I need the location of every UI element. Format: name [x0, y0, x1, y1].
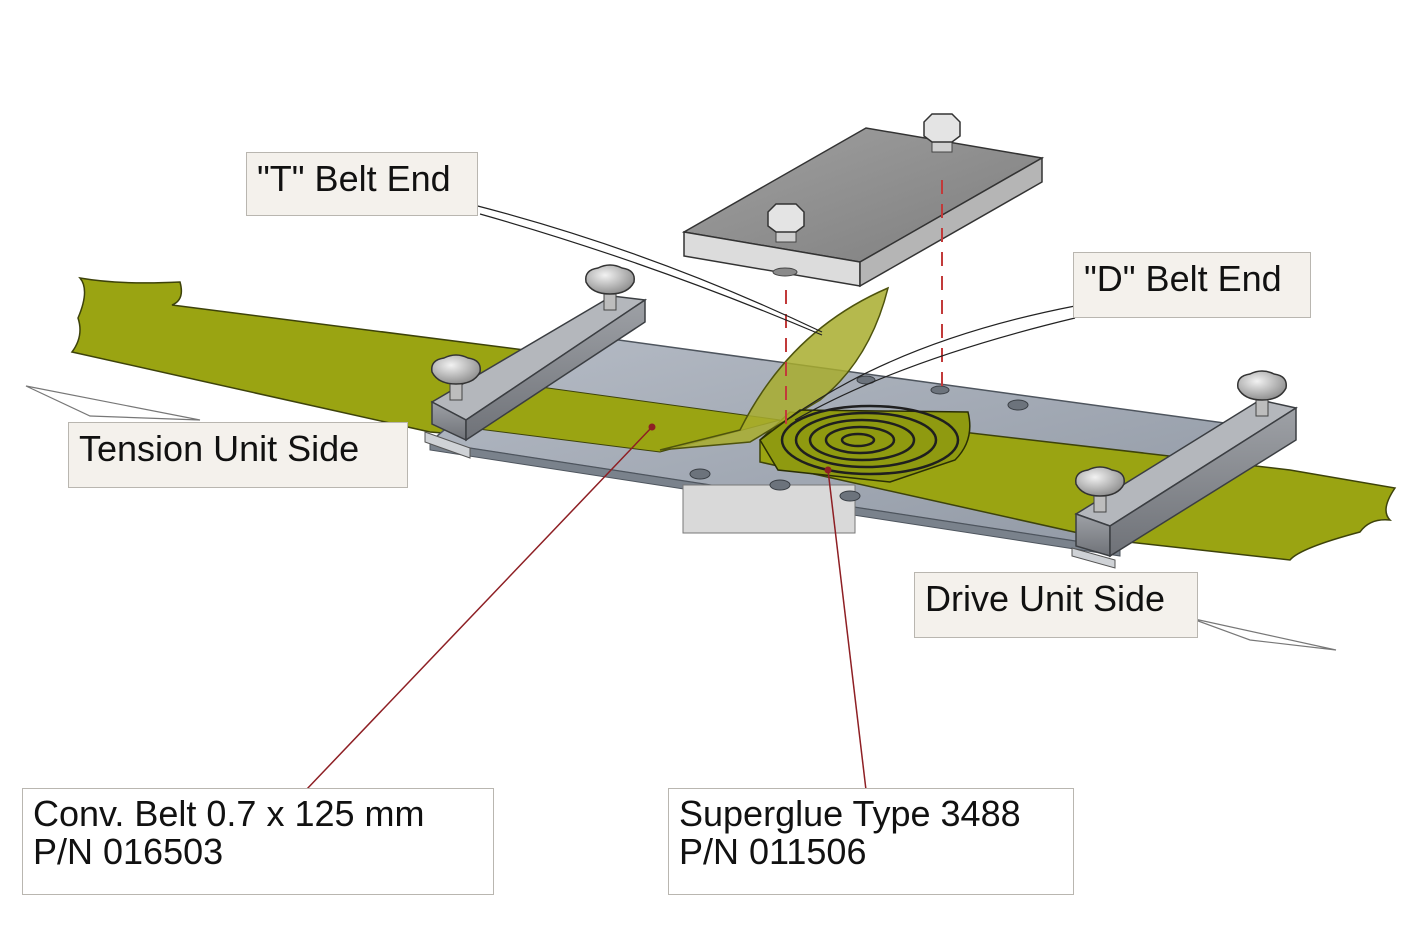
glue-pointer-dot: [824, 466, 832, 474]
leader-lines: [25, 203, 1337, 791]
belt-pointer-dot: [648, 423, 656, 431]
superglue-type: Superglue Type 3488: [679, 793, 1021, 834]
d-belt-end-label: "D" Belt End: [1073, 252, 1311, 318]
bolt-icon: [923, 113, 961, 153]
rail-clamp-icon: [1071, 399, 1298, 569]
tension-unit-side-label: Tension Unit Side: [68, 422, 408, 488]
bolt-axis-lines: [785, 180, 943, 430]
plate-holes: [689, 375, 1029, 502]
knob-icon: [585, 264, 635, 311]
glue-spiral-icon: [780, 404, 960, 476]
drive-unit-side-label: Drive Unit Side: [914, 572, 1198, 638]
knob-icon: [431, 354, 481, 401]
t-belt-end-label: "T" Belt End: [246, 152, 478, 216]
bolt-icon: [767, 203, 805, 243]
d-belt-end: [759, 404, 971, 483]
rail-clamp-icon: [424, 295, 648, 459]
conveyor-belt-spec: Conv. Belt 0.7 x 125 mm: [33, 793, 425, 834]
t-belt-end-flap: [659, 286, 890, 451]
conveyor-belt-part-number: P/N 016503: [33, 830, 224, 872]
conveyor-belt-callout: Conv. Belt 0.7 x 125 mm P/N 016503: [22, 788, 494, 895]
knob-icon: [1237, 370, 1287, 417]
superglue-callout: Superglue Type 3488 P/N 011506: [668, 788, 1074, 895]
superglue-part-number: P/N 011506: [679, 830, 867, 872]
knob-icon: [1075, 466, 1125, 513]
top-clamp-plate: [681, 127, 1045, 288]
